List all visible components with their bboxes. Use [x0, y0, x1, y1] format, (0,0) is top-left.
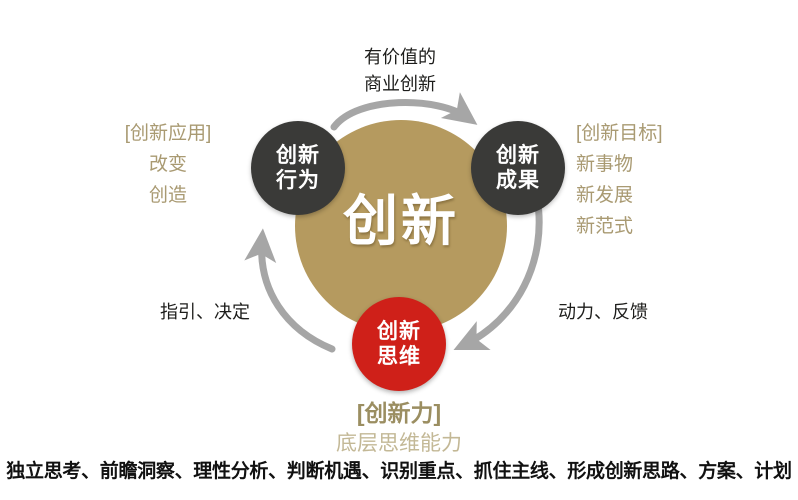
- node-innovation-result[interactable]: 创新 成果: [471, 121, 565, 215]
- label-innovation-goal: [创新目标] 新事物 新发展 新范式: [576, 123, 663, 237]
- label-underlying-thinking-ability: 底层思维能力: [336, 432, 462, 455]
- node-innovation-thinking[interactable]: 创新 思维: [352, 297, 446, 391]
- arrow-thinking-to-behavior: [244, 228, 336, 353]
- label-footer-capabilities: 独立思考、前瞻洞察、理性分析、判断机遇、识别重点、抓住主线、形成创新思路、方案、…: [6, 461, 792, 482]
- node-result-label: 创新 成果: [496, 144, 540, 192]
- label-innovation-application: [创新应用] 改变 创造: [124, 123, 212, 206]
- node-thinking-label: 创新 思维: [377, 320, 421, 368]
- label-innovation-power-title: [创新力]: [356, 400, 442, 426]
- center-label: 创新: [342, 190, 459, 252]
- label-valuable-business-innovation: 有价值的 商业创新: [364, 47, 436, 94]
- label-drive-feedback: 动力、反馈: [558, 302, 648, 322]
- node-behavior-label: 创新 行为: [276, 144, 320, 192]
- node-innovation-behavior[interactable]: 创新 行为: [251, 121, 345, 215]
- arrow-result-to-thinking: [453, 193, 543, 351]
- label-guide-decide: 指引、决定: [160, 302, 250, 322]
- arrow-behavior-to-result: [330, 92, 478, 131]
